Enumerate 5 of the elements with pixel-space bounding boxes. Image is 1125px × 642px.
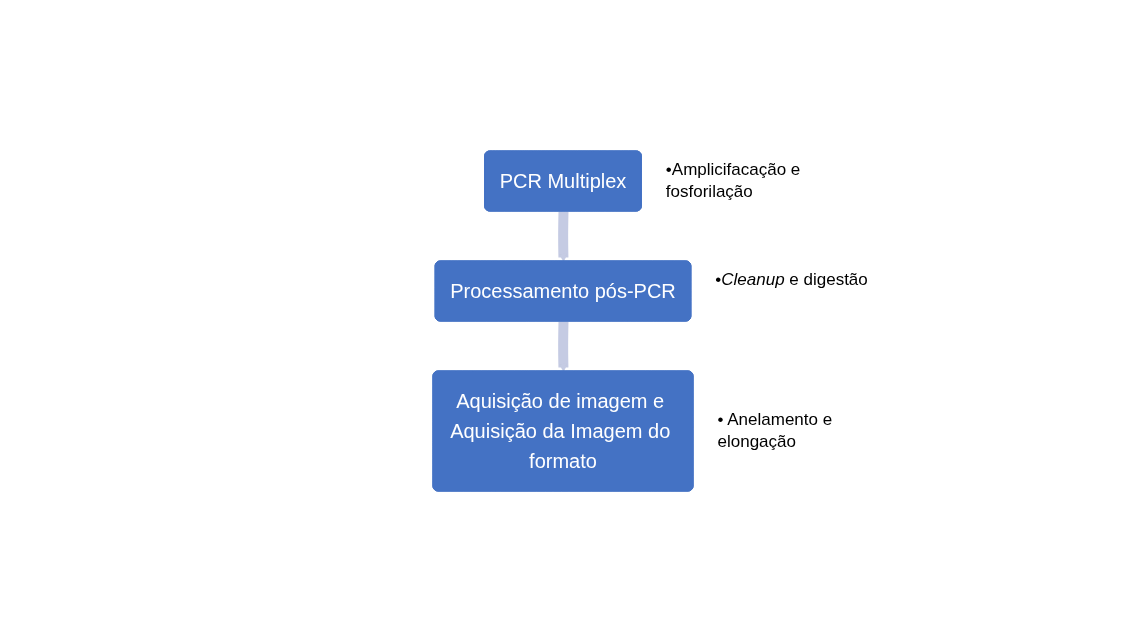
- step-note: •Cleanup e digestão: [715, 269, 869, 291]
- arrow: [557, 320, 568, 372]
- step-note: • Anelamento e elongação: [717, 409, 834, 454]
- arrow: [557, 210, 568, 262]
- step-note: •Amplicifacação e fosforilação: [665, 159, 802, 204]
